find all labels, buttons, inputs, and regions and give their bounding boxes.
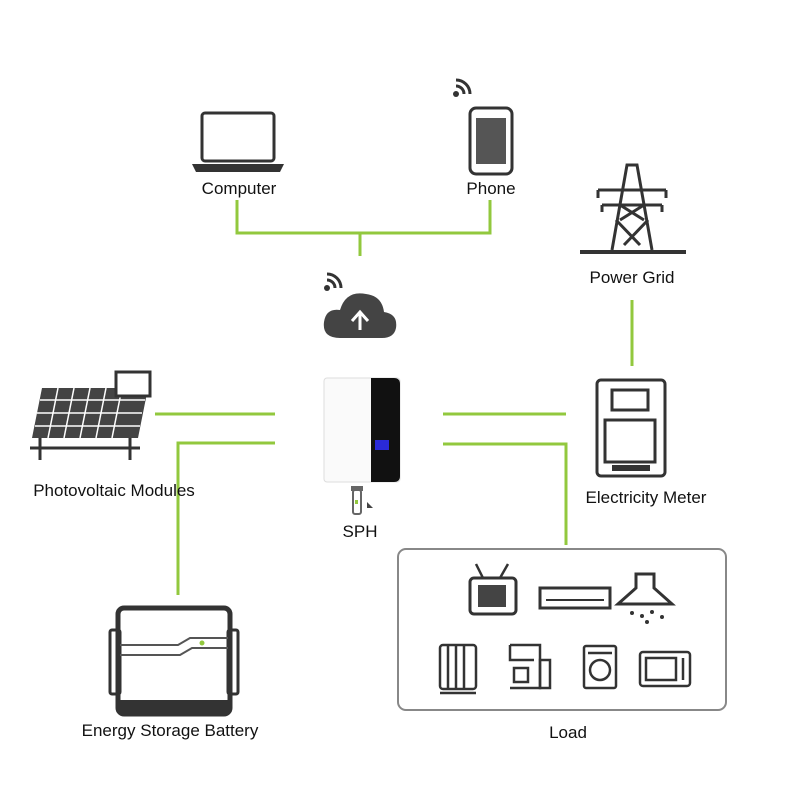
electricity-meter-icon bbox=[595, 378, 667, 478]
battery-icon bbox=[108, 605, 240, 717]
wifi-dongle-icon bbox=[351, 486, 373, 515]
display-screen bbox=[375, 440, 389, 450]
coffee-machine-icon bbox=[508, 643, 552, 690]
battery-label: Energy Storage Battery bbox=[81, 721, 259, 740]
wifi-icon bbox=[324, 272, 343, 291]
air-conditioner-icon bbox=[538, 586, 612, 610]
power-grid-label: Power Grid bbox=[589, 268, 675, 287]
load-label: Load bbox=[549, 723, 587, 742]
solar-panel-icon bbox=[30, 370, 152, 460]
inverter-icon bbox=[323, 377, 401, 483]
radiator-icon bbox=[438, 643, 478, 695]
tv-icon bbox=[468, 563, 518, 616]
line-computer-phone bbox=[235, 200, 492, 235]
phone-label: Phone bbox=[466, 179, 516, 198]
line-battery bbox=[176, 441, 275, 595]
meter-label: Electricity Meter bbox=[585, 488, 707, 507]
microwave-icon bbox=[638, 650, 692, 688]
range-hood-icon bbox=[614, 572, 676, 624]
computer-label: Computer bbox=[201, 179, 277, 198]
wifi-icon bbox=[453, 78, 472, 97]
laptop-icon bbox=[192, 111, 284, 172]
transmission-tower-icon bbox=[580, 163, 686, 254]
cloud-upload-icon bbox=[323, 293, 397, 338]
pv-label: Photovoltaic Modules bbox=[33, 481, 195, 500]
sph-label: SPH bbox=[342, 522, 378, 541]
smartphone-icon bbox=[468, 106, 514, 176]
connection-lines bbox=[155, 200, 634, 595]
line-load bbox=[443, 442, 568, 545]
washing-machine-icon bbox=[582, 644, 618, 690]
